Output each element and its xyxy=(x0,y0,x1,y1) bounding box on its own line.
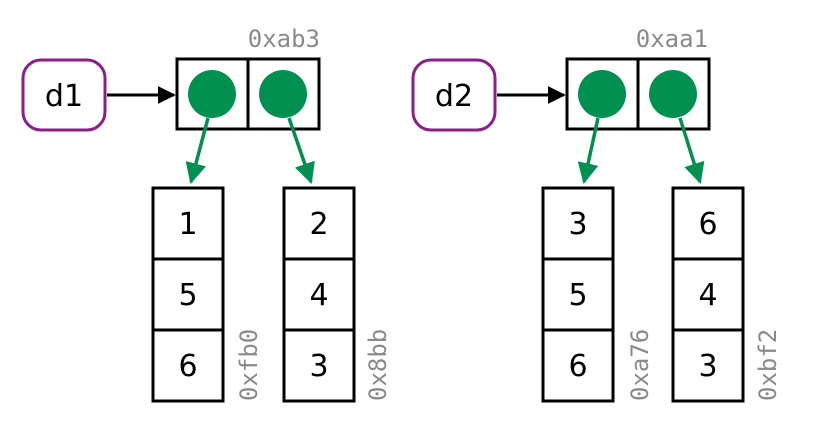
vector-value: 2 xyxy=(309,207,328,242)
pointer-arrow-icon xyxy=(185,117,210,185)
vector-value: 5 xyxy=(178,278,197,313)
variable-box-d2 xyxy=(411,58,497,132)
pointer-arrow-icon xyxy=(678,117,705,185)
vector-address: 0x8bb xyxy=(364,329,392,401)
pointer-arrow-icon xyxy=(287,117,315,184)
variable-name-d1: d1 xyxy=(45,79,83,114)
variable-box-d1 xyxy=(21,58,107,132)
vector-value: 3 xyxy=(698,349,717,384)
vector-cell xyxy=(282,328,356,403)
vector-cell xyxy=(541,328,615,403)
vector-d1-first: 1 5 6 0xfb0 xyxy=(151,186,263,403)
vector-value: 1 xyxy=(178,207,197,242)
pointer-dot-icon xyxy=(649,70,697,118)
pointer-dot-icon xyxy=(578,70,626,118)
group-d1: d1 0xab3 1 5 6 0xfb0 2 4 xyxy=(21,25,392,403)
group-d2: d2 0xaa1 3 5 6 0xa76 6 4 xyxy=(411,25,782,403)
vector-value: 4 xyxy=(698,278,717,313)
vector-address: 0xfb0 xyxy=(235,329,263,401)
vector-d2-second: 6 4 3 0xbf2 xyxy=(671,186,782,403)
vector-value: 3 xyxy=(568,207,587,242)
vector-address: 0xa76 xyxy=(626,329,654,401)
vector-value: 6 xyxy=(698,207,717,242)
pointer-arrow-icon xyxy=(577,117,600,185)
pointer-dot-icon xyxy=(259,70,307,118)
variable-name-d2: d2 xyxy=(435,79,473,114)
vector-value: 3 xyxy=(309,349,328,384)
vector-address: 0xbf2 xyxy=(754,329,782,401)
container-address-d2: 0xaa1 xyxy=(636,25,708,53)
vector-d1-second: 2 4 3 0x8bb xyxy=(282,186,392,403)
vector-cell xyxy=(151,328,225,403)
vector-d2-first: 3 5 6 0xa76 xyxy=(541,186,654,403)
vector-value: 6 xyxy=(568,349,587,384)
container-address-d1: 0xab3 xyxy=(248,25,320,53)
vector-value: 6 xyxy=(178,349,197,384)
vector-value: 4 xyxy=(309,278,328,313)
vector-cell xyxy=(671,328,745,403)
vector-value: 5 xyxy=(568,278,587,313)
pointer-dot-icon xyxy=(188,70,236,118)
